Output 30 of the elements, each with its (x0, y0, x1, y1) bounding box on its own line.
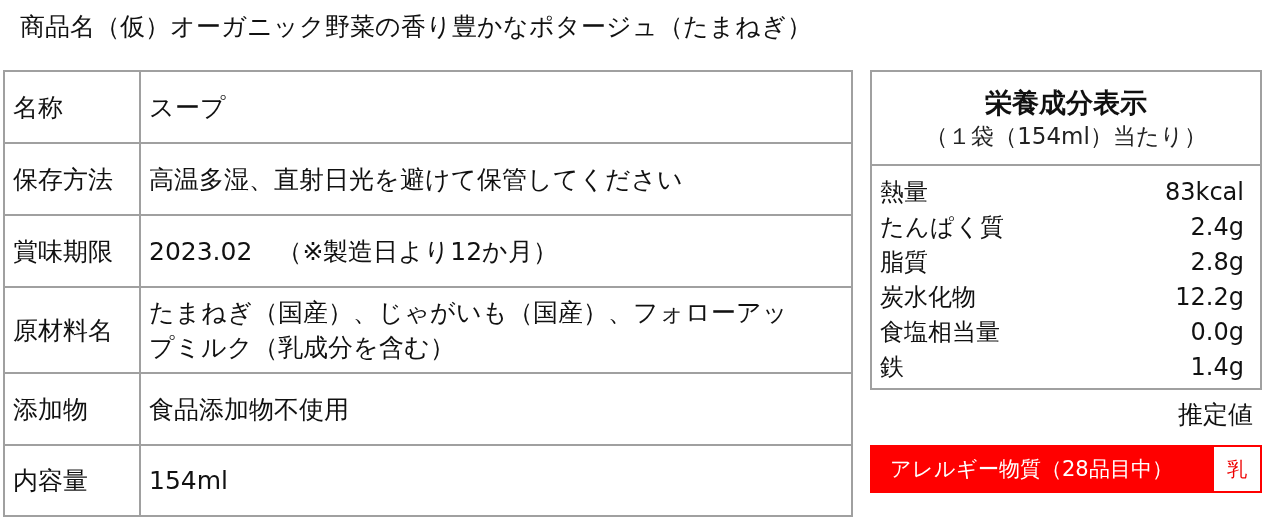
note: 推定値 (1178, 399, 1253, 431)
row-header: 内容量 (13, 465, 88, 497)
panel-subheading: （１袋（154ml）当たり） (925, 121, 1207, 151)
nutrient-value: 12.2g (1175, 282, 1244, 311)
row-header: 保存方法 (13, 163, 113, 196)
nutrient-name: 炭水化物 (880, 281, 976, 313)
title: 商品名（仮）オーガニック野菜の香り豊かなポタージュ（たまねぎ） (20, 11, 812, 43)
row-value: 高温多湿、直射日光を避けて保管してください (149, 163, 683, 196)
row-value: スープ (149, 91, 226, 124)
nutrient-value: 83kcal (1165, 177, 1244, 206)
row-header: 名称 (13, 91, 63, 124)
nutrient-value: 0.0g (1190, 317, 1244, 346)
allergen-tag: 乳 (1214, 447, 1260, 491)
row-value: 154ml (149, 465, 229, 497)
nutrient-name: 脂質 (880, 246, 928, 278)
panel-heading: 栄養成分表示 (985, 85, 1147, 120)
row-value: 食品添加物不使用 (149, 393, 349, 426)
row-header: 賞味期限 (13, 235, 113, 268)
row-value: たまねぎ（国産）、じゃがいも（国産）、フォローアップミルク（乳成分を含む） (149, 297, 789, 364)
row-value: 2023.02 （※製造日より12か月） (149, 235, 559, 268)
nutrient-name: 熱量 (880, 176, 928, 208)
row-header: 原材料名 (13, 314, 113, 347)
nutrient-name: たんぱく質 (880, 211, 1004, 243)
row-header: 添加物 (13, 393, 88, 426)
nutrient-value: 2.4g (1190, 212, 1244, 241)
nutrient-value: 1.4g (1190, 352, 1244, 381)
nutrient-name: 食塩相当量 (880, 316, 1000, 348)
allergen-label: アレルギー物質（28品目中） (890, 456, 1174, 483)
nutrient-value: 2.8g (1190, 247, 1244, 276)
nutrient-name: 鉄 (880, 351, 904, 383)
